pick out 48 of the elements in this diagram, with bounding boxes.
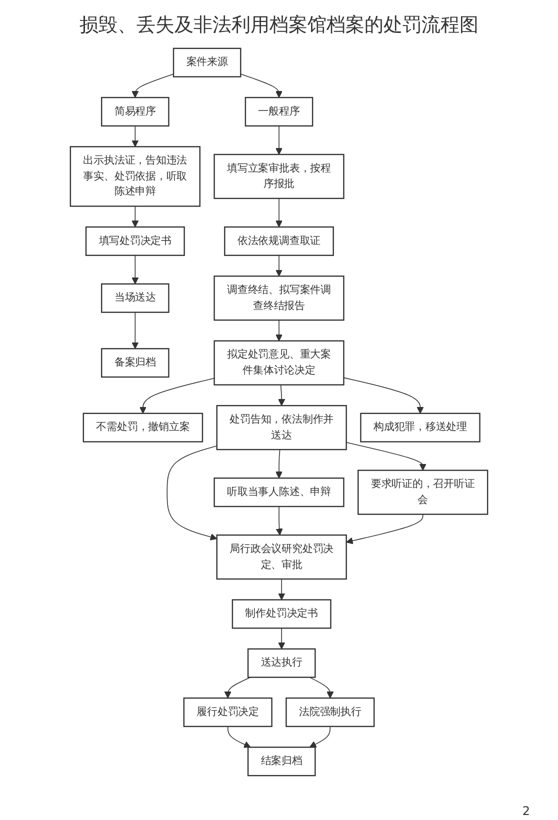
arrow (275, 126, 283, 155)
arrow (132, 254, 139, 284)
node-box: 履行处罚决定 (183, 698, 272, 728)
node-box: 填写立案审批表，按程序报批 (214, 154, 344, 200)
node-box: 处罚告知，依法制作并送达 (216, 405, 347, 450)
node-box: 法院强制执行 (286, 698, 375, 728)
node-box: 制作处罚决定书 (232, 599, 332, 629)
node-box: 简易程序 (101, 96, 170, 126)
arrow (132, 126, 139, 147)
node-box: 依法依规调查取证 (224, 226, 334, 256)
node-box: 不需处罚，撤销立案 (82, 412, 204, 442)
diagram-title: 损毁、丢失及非法利用档案馆档案的处罚流程图 (78, 13, 480, 38)
node-box: 调查终结、拟写案件调查终结报告 (214, 276, 344, 321)
node-box: 拟定处罚意见、重大案件集体讨论决定 (214, 340, 344, 386)
node-box: 局行政会议研究处罚决定、审批 (216, 534, 347, 580)
node-box: 案件来源 (172, 48, 242, 78)
arrow (224, 676, 251, 698)
node-box: 当场送达 (101, 283, 170, 313)
arrow (309, 676, 334, 698)
arrow (346, 514, 424, 544)
arrow (276, 506, 283, 536)
node-box: 填写处罚决定书 (85, 226, 185, 256)
node-box: 要求听证的，召开听证会 (358, 470, 488, 515)
arrow (139, 378, 215, 414)
arrow (132, 312, 139, 349)
arrow (309, 726, 331, 748)
arrow (278, 628, 286, 650)
arrow (278, 384, 286, 406)
node-box: 结案归档 (247, 746, 316, 776)
node-box: 备案归档 (101, 348, 170, 378)
node-box: 送达执行 (247, 648, 316, 678)
arrow (275, 449, 283, 478)
arrow (132, 206, 139, 228)
node-box: 构成犯罪，移送处理 (360, 412, 480, 442)
arrow (278, 578, 286, 600)
arrow (275, 254, 283, 276)
node-box: 一般程序 (244, 96, 314, 126)
node-box: 听取当事人陈述、申辩 (214, 478, 344, 508)
arrow (227, 726, 251, 748)
arrow (275, 198, 283, 228)
arrow (343, 377, 424, 414)
arrow (132, 74, 174, 98)
arrow (346, 442, 426, 471)
arrow (275, 320, 283, 342)
node-box: 出示执法证，告知违法事实、处罚依据，听取陈述申辩 (70, 146, 200, 207)
arrow (240, 74, 283, 98)
arrow (166, 445, 218, 540)
page-number: 2 (522, 804, 530, 818)
